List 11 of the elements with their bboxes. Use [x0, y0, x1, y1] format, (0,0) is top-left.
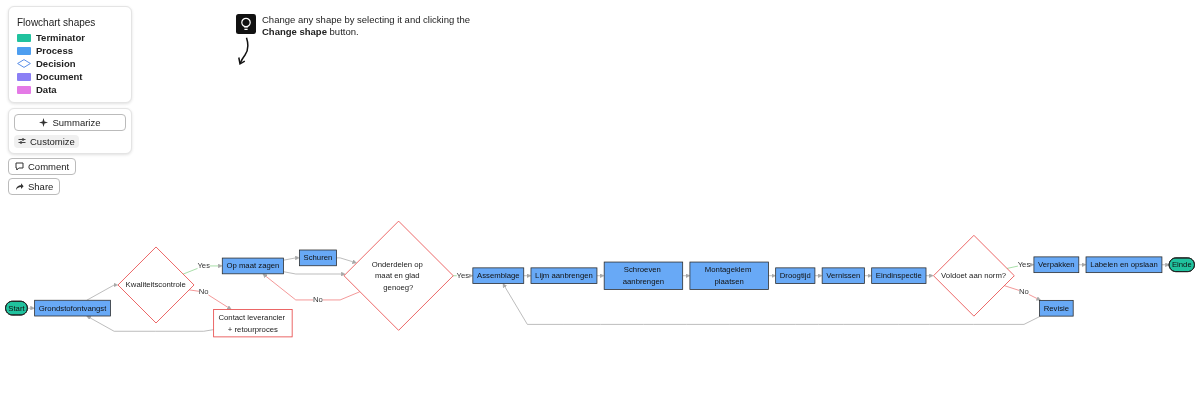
legend-text: Decision	[36, 58, 76, 69]
tooltip-text: Change any shape by selecting it and clicking the Change shape button.	[262, 14, 472, 39]
legend-heading: Flowchart shapes	[17, 17, 96, 28]
legend-text: Process	[36, 45, 73, 56]
legend-text: Terminator	[36, 32, 85, 43]
comment-button: Comment	[8, 158, 77, 175]
share-button: Share	[8, 178, 61, 195]
legend-text: Document	[36, 71, 83, 82]
summarize-button: Summarize	[14, 114, 126, 131]
customize-button: Customize	[14, 134, 79, 148]
legend-text: Data	[36, 84, 57, 95]
